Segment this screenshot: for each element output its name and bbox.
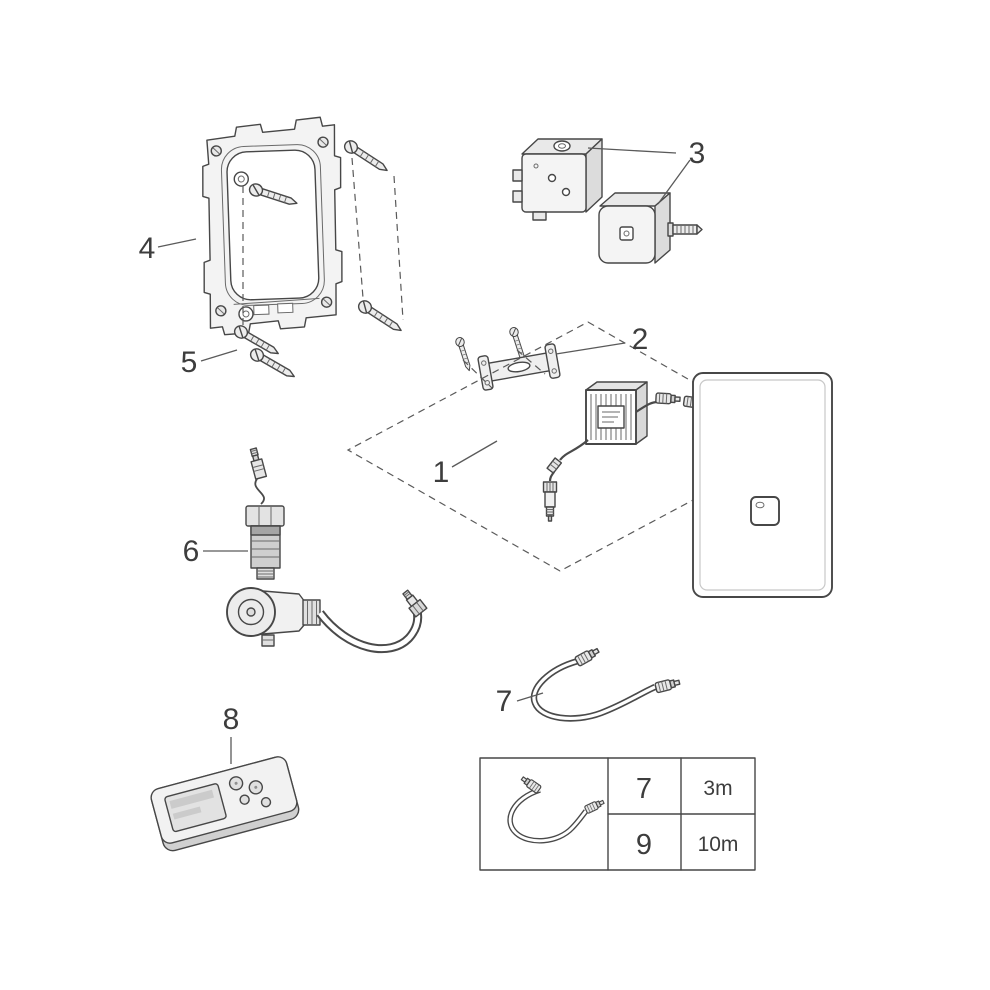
leader-line-5 [200,349,238,362]
sensor-eye [755,501,765,509]
construction-line [351,157,364,299]
construction-line [462,359,493,389]
table-item-number: 9 [636,829,652,861]
construction-line [393,175,404,321]
connection-cable [530,645,682,722]
cable-connector [573,645,602,668]
construction-line [516,349,546,375]
frame-fixing-screws [231,322,298,383]
callout-item-8: 8 [223,703,240,736]
leader-line-4 [157,238,197,248]
callout-item-5: 5 [181,346,198,379]
module-cable-right [635,392,710,413]
concealed-control-box [512,138,603,221]
cable-connector [654,676,682,694]
flush-plate [692,372,833,598]
leader-line-7 [516,692,544,702]
module-cable-left [542,439,589,522]
power-plug-pin [667,222,703,237]
remote-button [239,794,250,805]
leader-line-3b [657,159,691,205]
callout-item-7: 7 [496,685,513,718]
solenoid-valve [226,447,321,647]
table-cable-image [507,774,606,844]
remote-button [260,797,272,808]
mounting-bracket [477,343,561,391]
leader-line-1 [451,440,498,468]
power-supply [598,192,703,264]
callout-item-1: 1 [433,456,450,489]
mounting-frame [202,116,343,336]
bracket-screw [454,335,474,373]
table-item-length: 10m [698,833,739,856]
table-item-length: 3m [703,777,732,800]
valve-hose [316,589,428,654]
callout-item-2: 2 [632,323,649,356]
leader-line-2 [555,342,626,355]
screw [341,137,392,177]
screw [355,297,406,337]
valve-plug-connector [249,447,268,480]
module-plug [542,481,558,522]
sensor-window [750,496,780,526]
table-item-number: 7 [636,773,652,805]
electronics-module [585,381,648,445]
callout-item-4: 4 [139,232,156,265]
cable-coupling [655,392,681,405]
hose-fitting [402,589,428,618]
callout-item-3: 3 [689,137,706,170]
leader-line-3a [587,147,677,154]
callout-item-6: 6 [183,535,200,568]
size-table: 7 3m 9 10m [479,757,756,871]
remote-control [150,756,300,852]
